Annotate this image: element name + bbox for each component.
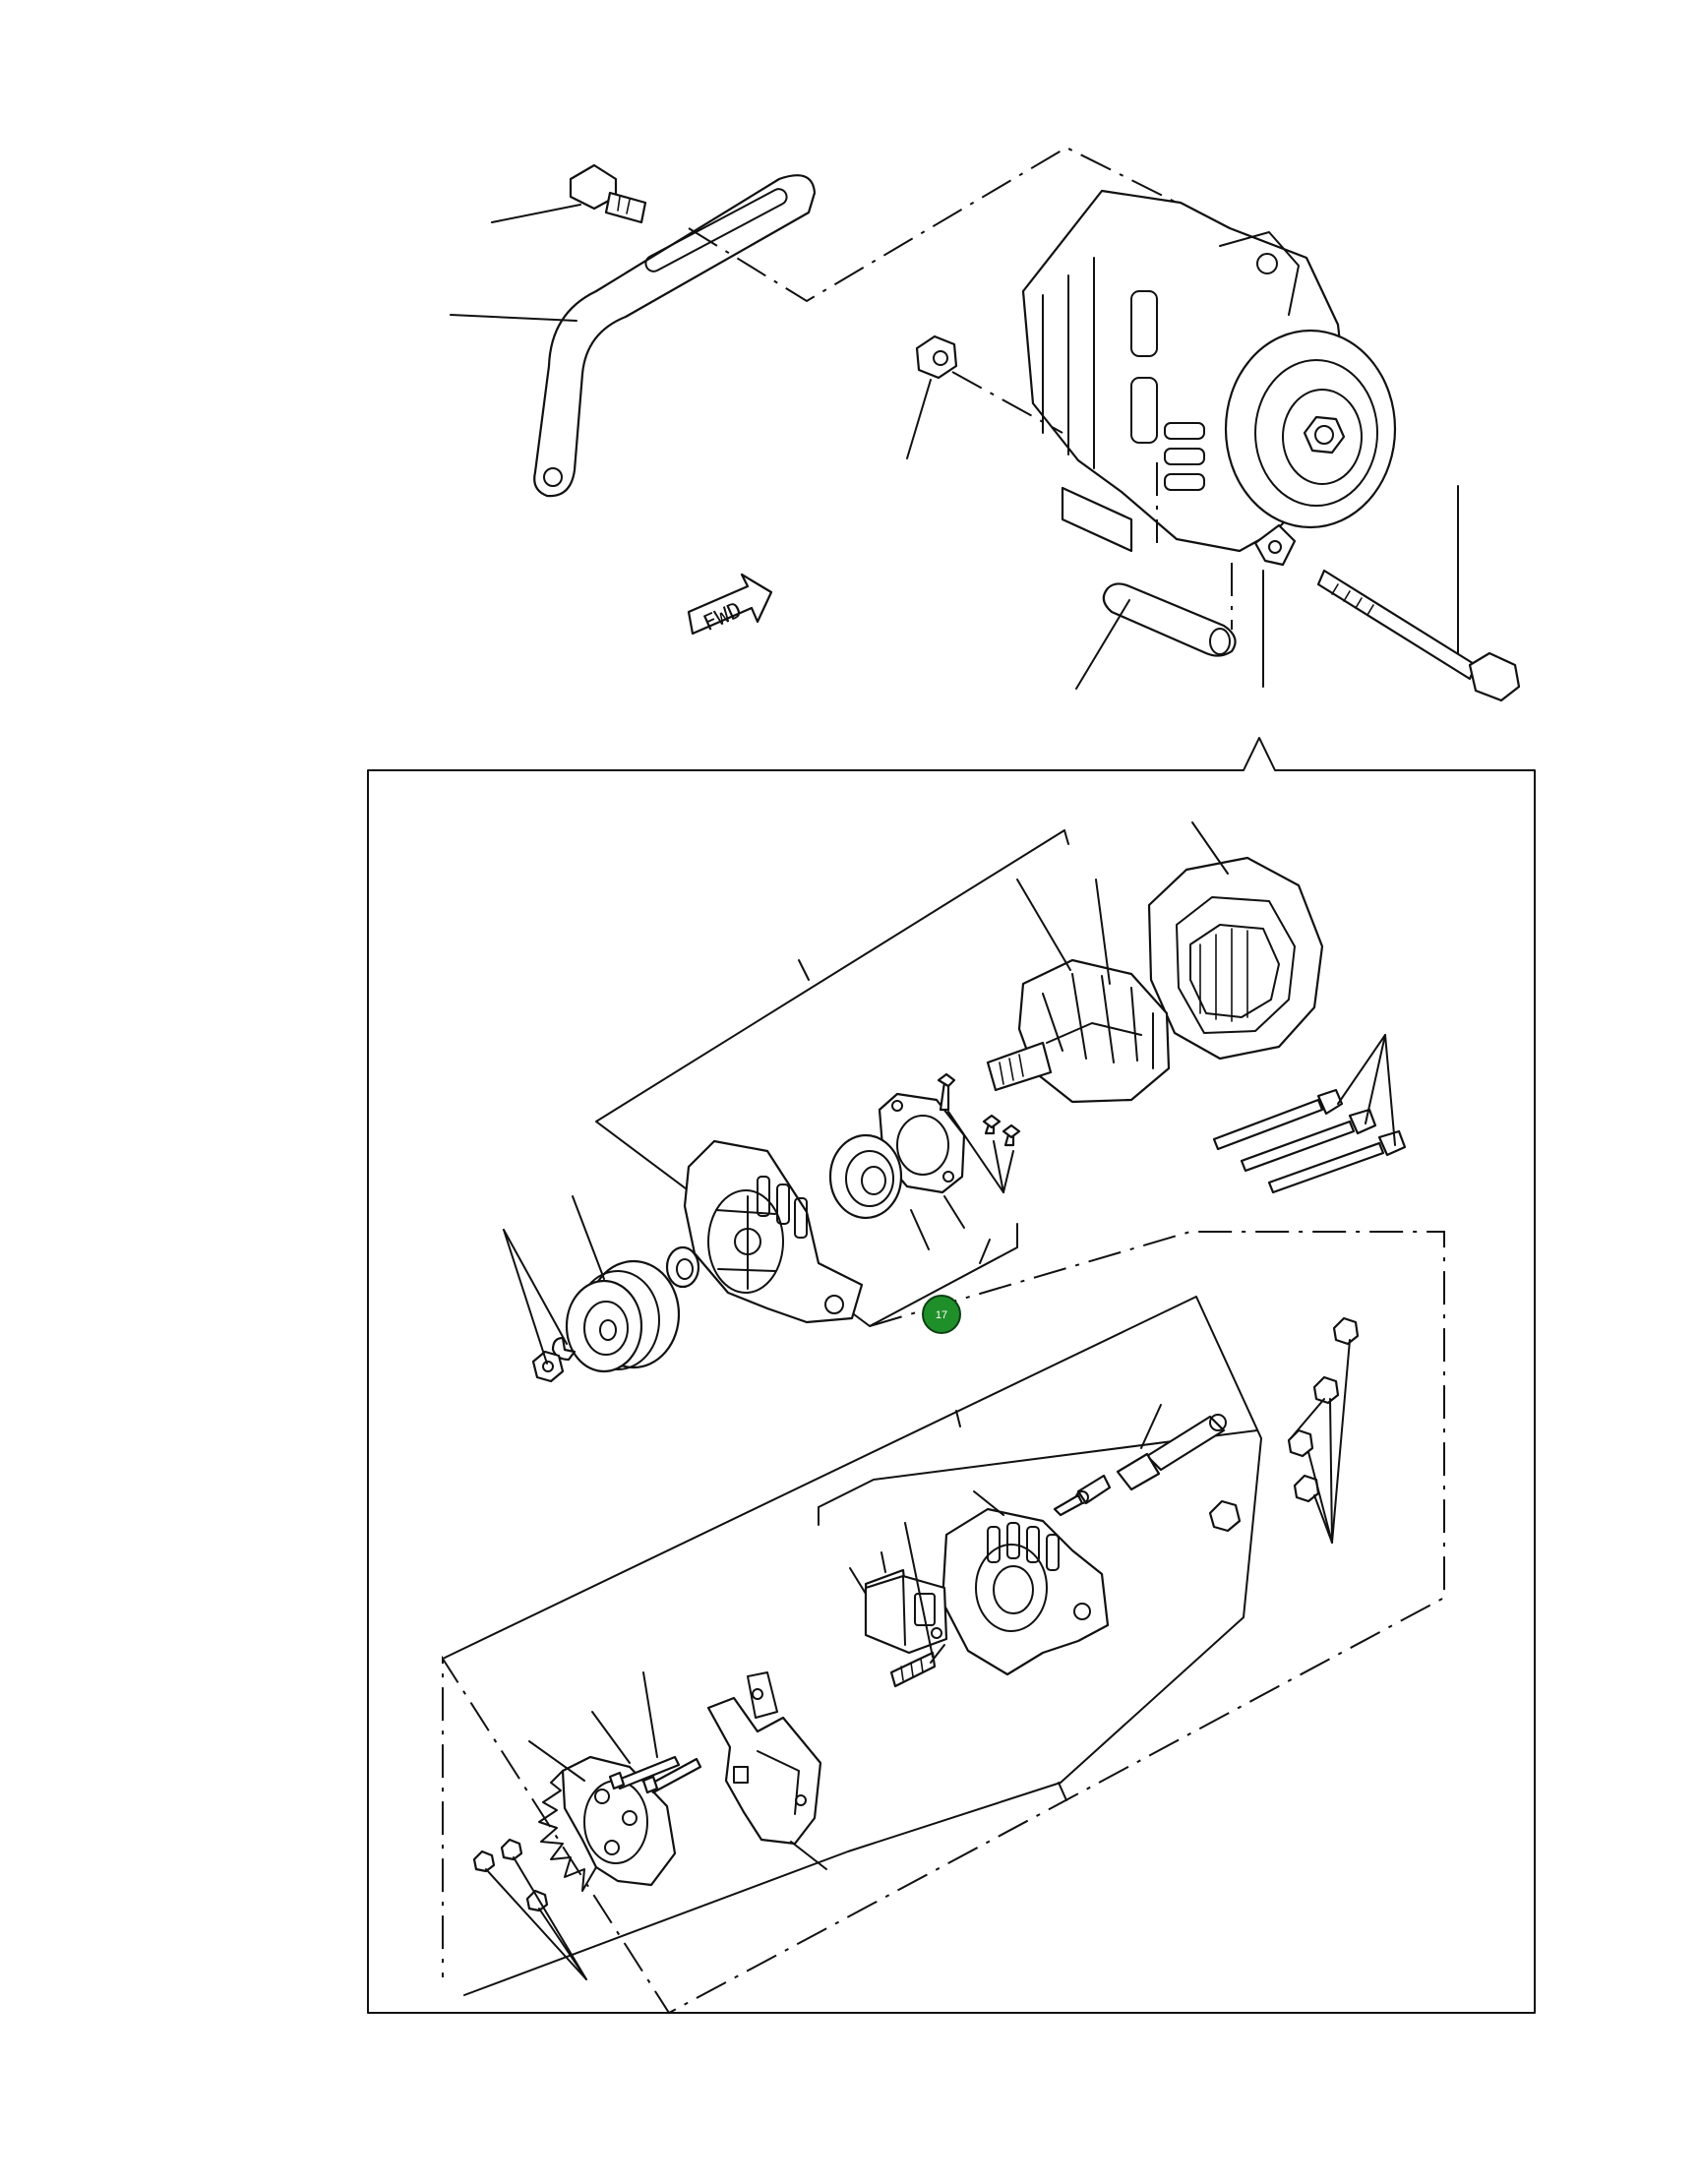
regulator-terminal bbox=[889, 1644, 945, 1688]
through-bolt bbox=[1316, 569, 1521, 702]
mounting-nut bbox=[915, 334, 958, 380]
retainer-screws bbox=[937, 1072, 1021, 1193]
pulley-nut bbox=[531, 1350, 565, 1383]
stator bbox=[1147, 856, 1324, 1061]
rotor bbox=[986, 958, 1171, 1104]
rear-frame-nuts bbox=[1208, 1316, 1360, 1544]
rectifier-screws bbox=[608, 1755, 702, 1794]
terminal-bolt bbox=[1053, 1414, 1227, 1517]
detail-frame bbox=[367, 737, 1536, 2014]
collar-sleeve bbox=[1102, 582, 1237, 657]
alignment-line-bracket bbox=[688, 146, 1182, 303]
rectifier-nuts bbox=[472, 1838, 587, 1980]
mounting-assembly: FWD bbox=[450, 146, 1521, 702]
bracket-bolt bbox=[569, 163, 647, 224]
leader-lines-top bbox=[450, 204, 1459, 690]
spacer-collar bbox=[665, 1245, 700, 1289]
rear-frame bbox=[941, 1507, 1110, 1676]
rectifier bbox=[538, 1755, 677, 1892]
adjusting-bracket bbox=[533, 174, 817, 498]
fwd-direction-arrow: FWD bbox=[687, 573, 773, 637]
callout-badge-circle[interactable] bbox=[922, 1295, 961, 1334]
leader-lines-rear bbox=[528, 1398, 1325, 1870]
front-section bbox=[503, 821, 1407, 1383]
terminal-plate bbox=[706, 1671, 822, 1846]
rear-section bbox=[442, 1231, 1445, 2015]
rear-inner-bracket bbox=[442, 1296, 1262, 1996]
pulley bbox=[565, 1259, 681, 1373]
pulley-washer bbox=[551, 1336, 577, 1362]
alternator-assembly bbox=[1021, 189, 1397, 567]
ic-regulator bbox=[864, 1574, 948, 1655]
alignment-line-nut bbox=[951, 371, 1063, 434]
through-bolts bbox=[1212, 1034, 1407, 1194]
callout-badge[interactable]: 17 bbox=[922, 1295, 961, 1334]
spacer-plate bbox=[1061, 486, 1133, 553]
callout-badge-label[interactable]: 17 bbox=[936, 1309, 947, 1321]
front-bearing bbox=[828, 1133, 903, 1220]
drive-end-frame bbox=[683, 1139, 864, 1324]
leader-lines-front bbox=[503, 821, 1229, 1365]
